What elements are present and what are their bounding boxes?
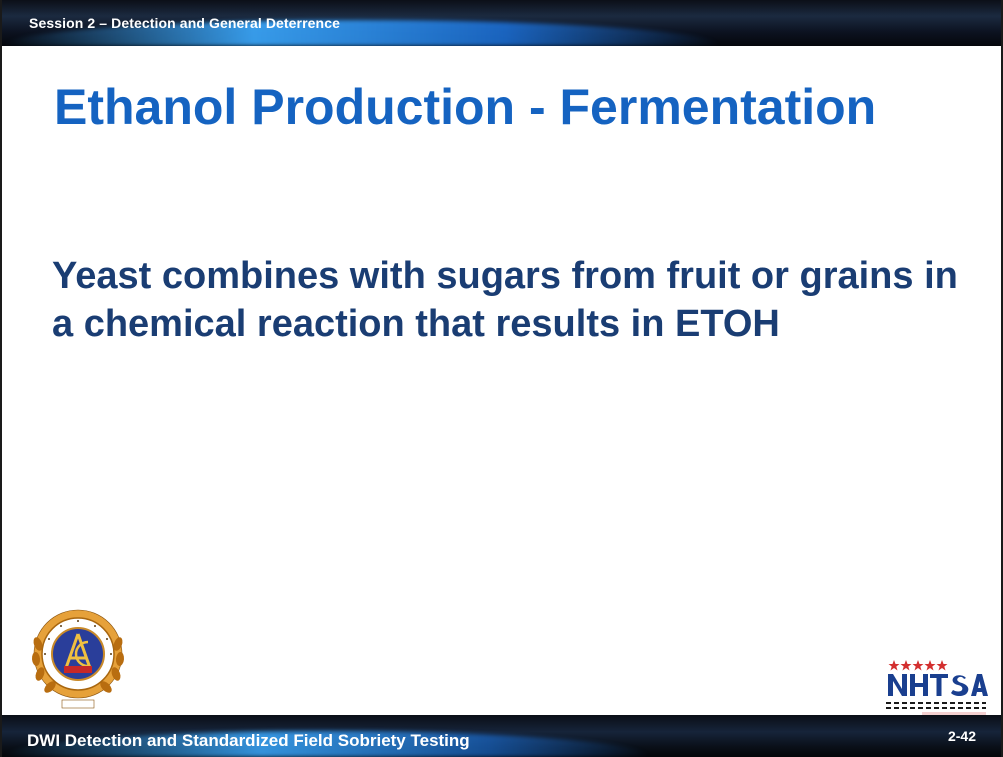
header-bar: Session 2 – Detection and General Deterr… — [2, 0, 1001, 46]
session-title: Session 2 – Detection and General Deterr… — [29, 15, 340, 31]
nhtsa-logo-icon — [886, 660, 988, 718]
page-number: 2-42 — [947, 728, 976, 744]
slide-body-text: Yeast combines with sugars from fruit or… — [52, 255, 958, 346]
footer-bar: DWI Detection and Standardized Field Sob… — [2, 715, 1001, 757]
iacp-logo-icon — [31, 609, 125, 709]
slide-title: Ethanol Production - Fermentation — [54, 79, 877, 135]
course-title: DWI Detection and Standardized Field Sob… — [27, 731, 470, 750]
